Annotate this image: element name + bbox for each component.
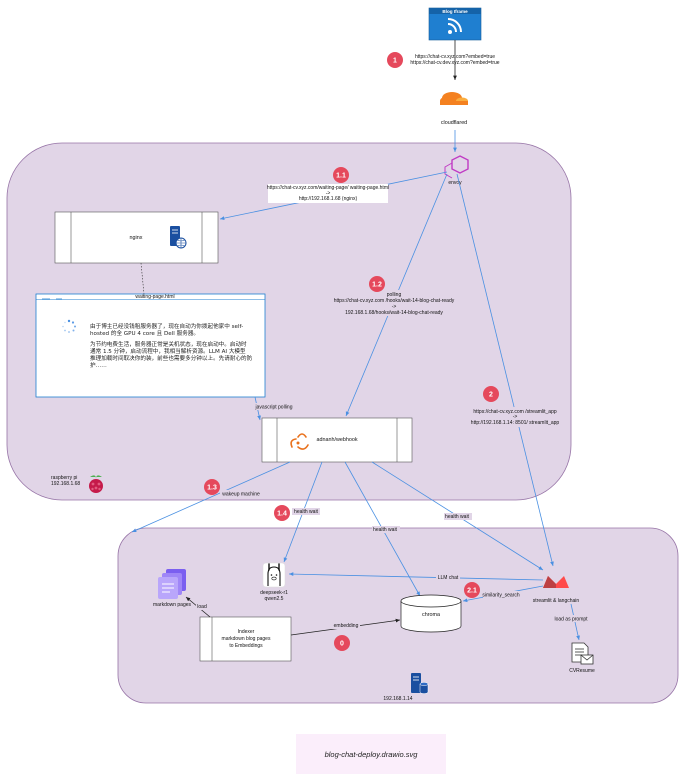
indexer-node[interactable]: Indexer markdown blog pages to Embedding… — [199, 616, 292, 662]
waiting-page-title: waiting-page.html — [135, 294, 174, 300]
blog-iframe-node[interactable]: Blog Iframe — [428, 7, 482, 41]
caption-text: blog-chat-deploy.drawio.svg — [324, 749, 418, 759]
badge-1-1: 1.1 — [333, 167, 349, 183]
badge-2-1: 2.1 — [464, 582, 480, 598]
edge-2-line-3: http://192.168.1.14: 8501/ streamlit_app — [471, 420, 560, 426]
raspberry-pi-ip: 192.168.1.68 — [51, 481, 80, 487]
health-wait-3-label: health wait — [445, 514, 470, 520]
edge-2-line-2: -> — [513, 414, 518, 420]
envoy-label: envoy — [448, 180, 462, 186]
edge-1-2-line-4: 192.168.1.68/hooks/wait-14-blog-chat-rea… — [345, 310, 443, 316]
edge-envoy-streamlit — [456, 173, 554, 567]
raspberry-pi-label: raspberry pi — [51, 475, 77, 481]
waiting-text-1-1: 由于博主已经没钱租服务器了，现在自动为你拨起他家中 self- — [90, 322, 243, 330]
ollama-llama-icon — [262, 562, 286, 588]
streamlit-node[interactable]: streamlit & langchain — [533, 576, 580, 604]
diagram-caption: blog-chat-deploy.drawio.svg — [296, 734, 446, 774]
indexer-label-3: to Embeddings — [229, 643, 263, 649]
indexer-label-1: Indexer — [238, 629, 255, 635]
nginx-label: nginx — [130, 235, 143, 241]
waiting-text-2-2: 通常 1.5 分钟，启动流程中，我相当解析资源。LLM AI 大模型 — [90, 347, 246, 355]
health-wait-2-label: health wait — [373, 527, 398, 533]
streamlit-label: streamlit & langchain — [533, 598, 580, 604]
embedding-label: embedding — [334, 623, 359, 629]
envoy-icon — [444, 155, 469, 179]
cloud-icon — [440, 92, 468, 105]
server-database-icon — [411, 673, 429, 694]
svg-text:1.1: 1.1 — [336, 173, 346, 180]
svg-text:1.3: 1.3 — [207, 485, 217, 492]
waiting-text-2-1: 为节约电费生活，服务器正常是关机状态，现在启动中。启动时 — [90, 340, 247, 348]
badge-0: 0 — [334, 635, 350, 651]
gpu-server-group — [117, 527, 679, 704]
load-prompt-label: load as prompt — [554, 617, 588, 623]
waiting-text-2-4: 护…… — [90, 361, 107, 369]
svg-text:1: 1 — [393, 58, 397, 65]
blog-iframe-label: Blog Iframe — [442, 9, 468, 14]
waiting-text-1-2: hosted 的全 GPU 4 core 且 Dell 服务器。 — [90, 329, 199, 337]
svg-text:1.2: 1.2 — [372, 282, 382, 289]
webhook-icon — [290, 433, 309, 450]
raspberry-pi-icon — [89, 475, 103, 493]
raspberry-pi-node: raspberry pi 192.168.1.68 — [51, 475, 103, 493]
waiting-page-window[interactable]: waiting-page.html 由于博主已经没钱租服务器了，现在自动为你拨起… — [35, 293, 266, 398]
chroma-label: chroma — [422, 612, 440, 618]
rss-icon — [447, 18, 462, 34]
webhook-label: adnanh/webhook — [316, 437, 357, 443]
edge-1-1-line-2: -> — [326, 191, 331, 197]
envoy-node[interactable]: envoy — [444, 155, 469, 186]
cloudflared-label: cloudflared — [441, 120, 467, 126]
markdown-pages-label: markdown pages — [153, 602, 192, 608]
svg-text:2: 2 — [489, 392, 493, 399]
svg-text:0: 0 — [340, 641, 344, 648]
document-stack-icon — [158, 569, 186, 599]
badge-1-4: 1.4 — [274, 505, 290, 521]
streamlit-crown-icon — [543, 576, 569, 588]
wakeup-label: wakeup machine — [222, 492, 260, 498]
deepseek-label-1: deepseek-r1 — [260, 590, 288, 596]
svg-text:1.4: 1.4 — [277, 511, 287, 518]
edge-2-line-1: https://chat-cv.xyz.com /streamlit_app — [473, 409, 556, 415]
edge-nginx-waiting-page — [140, 262, 145, 295]
edge-1-1-line-1: https://chat-cv.xyz.com/waiting-page/ wa… — [267, 185, 389, 191]
edge-streamlit-deepseek — [288, 572, 544, 581]
server-ip: 192.168.1.14 — [383, 696, 412, 702]
resume-document-icon — [571, 642, 594, 665]
badge-1-3: 1.3 — [204, 479, 220, 495]
loading-spinner-icon — [62, 319, 76, 333]
llm-chat-label: LLM chat — [438, 575, 459, 581]
chroma-node[interactable]: chroma — [400, 594, 462, 633]
similarity-label: similarity_search — [482, 593, 519, 599]
deepseek-label-2: qwen2.5 — [265, 596, 284, 602]
edge-1-2-line-2: https://chat-cv.xyz.com /hooks/wait-14-b… — [334, 298, 455, 304]
edge-1-1-line-3: http://192.168.1.68 (nginx) — [299, 196, 358, 202]
badge-2: 2 — [483, 386, 499, 402]
load-label: load — [197, 604, 207, 610]
waiting-text-2-3: 推理加载时间取决你的装，前些也需要多分钟以上。先请耐心的防 — [90, 354, 253, 362]
health-wait-1-label: health wait — [294, 509, 319, 515]
edge-1-2-line-3: -> — [392, 304, 397, 310]
gpu-server-node: 192.168.1.14 — [383, 673, 429, 702]
webhook-node[interactable]: adnanh/webhook — [261, 417, 413, 463]
nginx-node[interactable]: nginx — [54, 211, 219, 264]
edge-webhook-wakeup — [131, 461, 291, 533]
deepseek-node[interactable]: deepseek-r1 qwen2.5 — [260, 562, 288, 602]
edge-1-2-line-1: polling — [387, 292, 402, 298]
badge-1-2: 1.2 — [369, 276, 385, 292]
badge-1: 1 — [387, 52, 403, 68]
cv-resume-node[interactable]: CVResume — [569, 642, 595, 674]
javascript-polling-label: javascript polling — [255, 405, 293, 411]
web-server-icon — [170, 226, 187, 249]
cloudflared-node[interactable]: cloudflared — [440, 92, 468, 126]
indexer-label-2: markdown blog pages — [222, 636, 271, 642]
cv-resume-label: CVResume — [569, 668, 595, 674]
svg-text:2.1: 2.1 — [467, 588, 477, 595]
markdown-pages-node[interactable]: markdown pages — [153, 569, 192, 608]
